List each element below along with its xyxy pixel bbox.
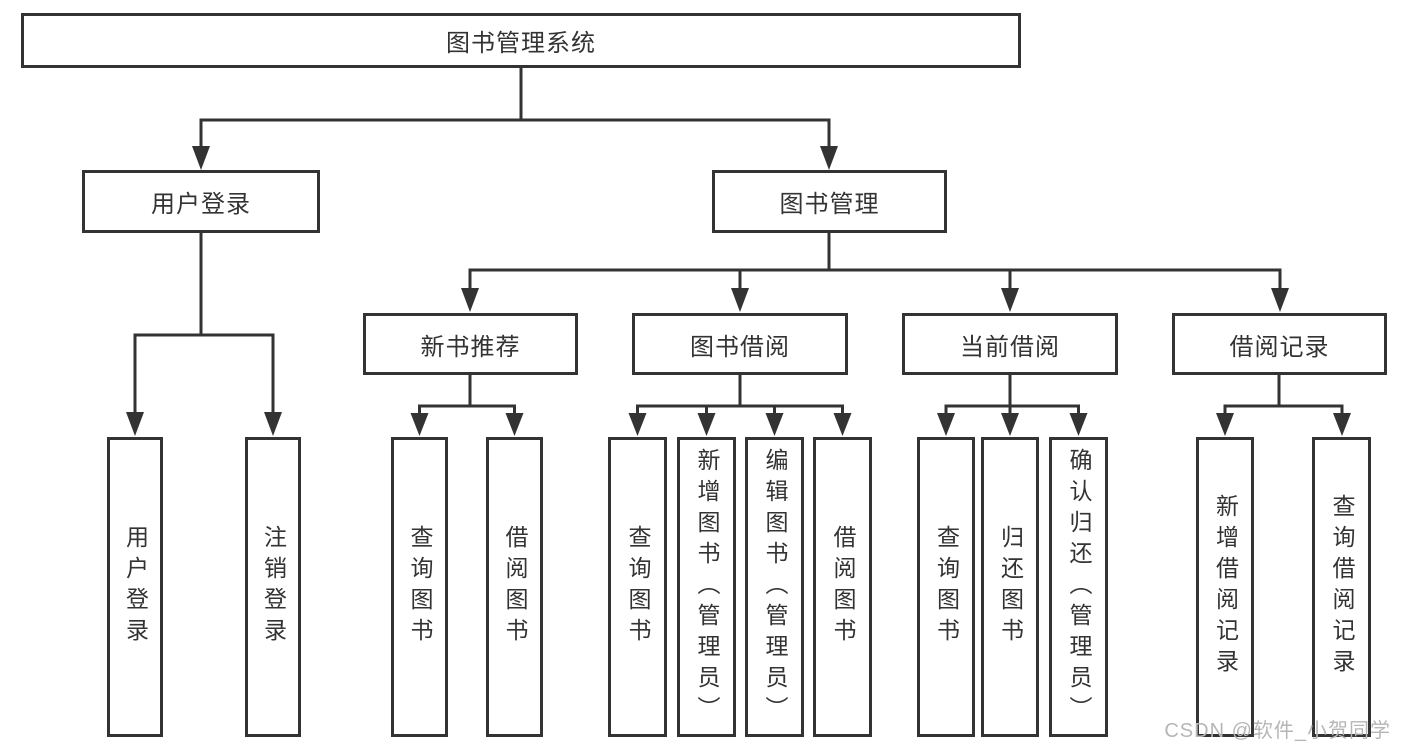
leaf-add-book-admin: 新增图书（管理员） [677, 437, 736, 737]
leaf-add-borrow-record: 新增借阅记录 [1196, 437, 1254, 737]
leaf-user-login-label: 用户登录 [122, 525, 149, 649]
leaf-user-login: 用户登录 [107, 437, 163, 737]
leaf-logout: 注销登录 [245, 437, 301, 737]
leaf-query-books-current: 查询图书 [917, 437, 975, 737]
leaf-query-borrow-record-label: 查询借阅记录 [1329, 494, 1355, 680]
leaf-confirm-return-admin: 确认归还（管理员） [1049, 437, 1108, 737]
leaf-query-books-current-label: 查询图书 [933, 525, 960, 649]
node-borrow-records: 借阅记录 [1172, 313, 1387, 375]
leaf-query-borrow-record: 查询借阅记录 [1312, 437, 1371, 737]
node-book-borrow: 图书借阅 [632, 313, 848, 375]
leaf-query-books-borrow-label: 查询图书 [625, 525, 651, 649]
leaf-add-borrow-record-label: 新增借阅记录 [1212, 494, 1239, 680]
leaf-borrow-books-label: 借阅图书 [830, 525, 856, 649]
leaf-borrow-books: 借阅图书 [813, 437, 872, 737]
leaf-logout-label: 注销登录 [260, 525, 287, 649]
leaf-return-book: 归还图书 [981, 437, 1039, 737]
node-user-login-group: 用户登录 [82, 170, 320, 233]
leaf-edit-book-admin-label: 编辑图书（管理员） [762, 447, 788, 727]
leaf-borrow-books-recommend-label: 借阅图书 [502, 525, 528, 649]
leaf-return-book-label: 归还图书 [997, 525, 1024, 649]
leaf-add-book-admin-label: 新增图书（管理员） [694, 447, 720, 727]
csdn-watermark: CSDN @软件_小贺同学 [1164, 720, 1391, 742]
leaf-borrow-books-recommend: 借阅图书 [486, 437, 543, 737]
leaf-edit-book-admin: 编辑图书（管理员） [745, 437, 804, 737]
node-book-management: 图书管理 [712, 170, 947, 233]
leaf-query-books-borrow: 查询图书 [608, 437, 667, 737]
leaf-confirm-return-admin-label: 确认归还（管理员） [1066, 447, 1092, 727]
node-new-book-recommend: 新书推荐 [363, 313, 578, 375]
leaf-query-books-recommend-label: 查询图书 [407, 525, 433, 649]
node-current-borrow: 当前借阅 [902, 313, 1118, 375]
leaf-query-books-recommend: 查询图书 [391, 437, 448, 737]
node-library-management-system: 图书管理系统 [21, 13, 1021, 68]
